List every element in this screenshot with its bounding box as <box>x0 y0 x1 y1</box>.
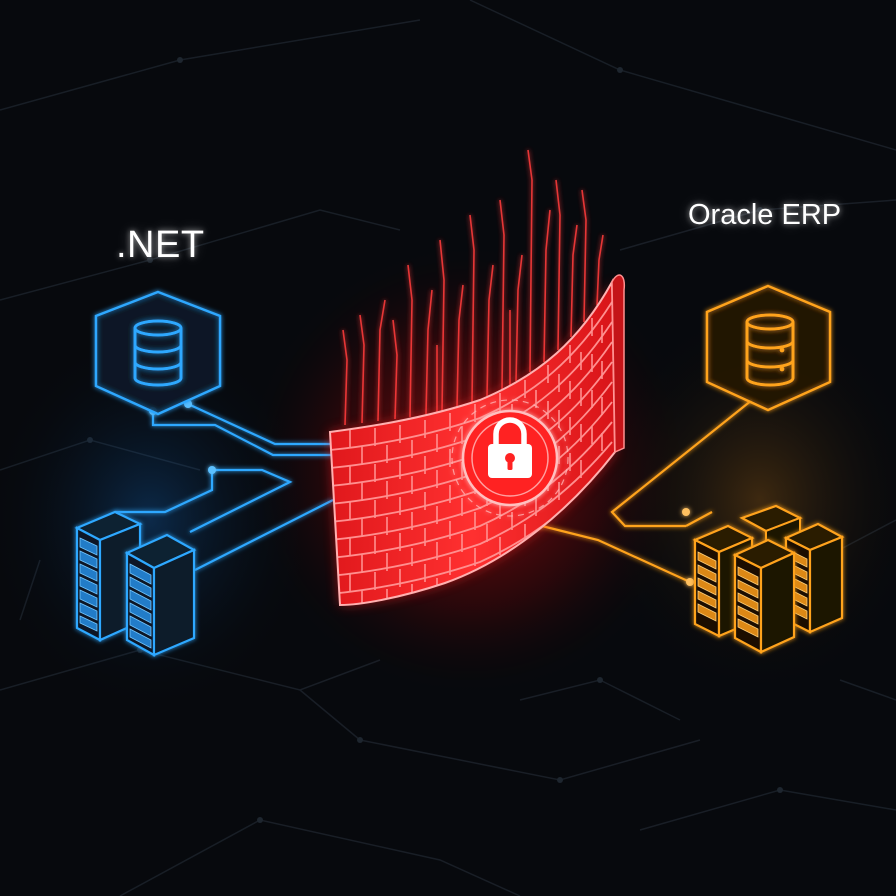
firewall-sparks <box>342 149 604 426</box>
oracle-server-front <box>732 538 797 654</box>
database-icon <box>745 313 795 387</box>
dotnet-connections <box>115 403 334 571</box>
dotnet-database <box>94 290 222 416</box>
oracle-database <box>705 284 832 412</box>
server-rack-icon <box>79 537 98 632</box>
server-rack-icon <box>129 563 152 649</box>
database-indicator <box>779 347 785 353</box>
dotnet-server-right <box>124 533 197 657</box>
database-icon <box>133 319 183 387</box>
database-indicator <box>779 366 785 372</box>
oracle-connections <box>537 399 753 584</box>
dotnet-label: .NET <box>116 224 205 266</box>
oracle-erp-label: Oracle ERP <box>688 199 842 231</box>
server-rack-icon <box>697 551 717 622</box>
server-rack-icon <box>737 566 759 638</box>
lock-icon <box>451 399 569 517</box>
